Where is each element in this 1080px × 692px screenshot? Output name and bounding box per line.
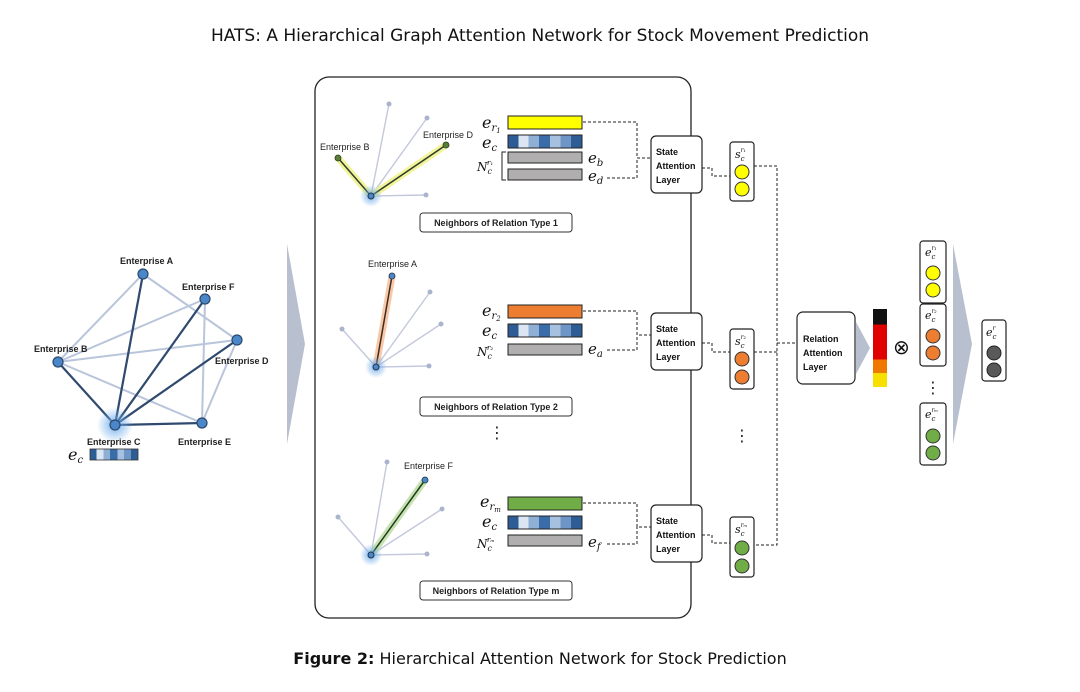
svg-text:scr₁: scr₁ bbox=[735, 147, 746, 163]
relm-ec-bar bbox=[507, 515, 583, 530]
rel2-neighbors-label: Neighbors of Relation Type 2 bbox=[434, 402, 558, 412]
rel2-neighbors-box bbox=[419, 396, 573, 417]
rel1-nb-bar bbox=[507, 151, 583, 164]
svg-text:Layer: Layer bbox=[656, 544, 681, 554]
otimes-symbol: ⊗ bbox=[893, 335, 910, 359]
label-enterprise-a: Enterprise A bbox=[120, 256, 174, 266]
rel2-out-ea: ea bbox=[588, 340, 603, 360]
svg-text:Layer: Layer bbox=[656, 352, 681, 362]
rel2-er-symbol: er2 bbox=[482, 301, 501, 323]
relm-neighbors-box bbox=[419, 580, 573, 601]
label-enterprise-e: Enterprise E bbox=[178, 437, 231, 447]
ellipsis-neighbors: ⋮ bbox=[489, 423, 505, 442]
relation-attention-layer bbox=[796, 311, 856, 385]
node-enterprise-f bbox=[199, 293, 211, 305]
svg-text:ecrₘ: ecrₘ bbox=[925, 407, 938, 423]
figure-title: HATS: A Hierarchical Graph Attention Net… bbox=[210, 26, 870, 46]
attention-weights-bar bbox=[873, 309, 887, 387]
relm-neighbors-label: Neighbors of Relation Type m bbox=[433, 586, 560, 596]
rel1-out-eb: eb bbox=[588, 149, 603, 169]
node-enterprise-e bbox=[196, 417, 208, 429]
flow-arrow-mid bbox=[856, 322, 870, 374]
rel2-na-bar bbox=[507, 343, 583, 356]
rel2-n-symbol: Ncr₂ bbox=[476, 344, 493, 361]
rel1-n-symbol: Ncr₁ bbox=[476, 159, 493, 176]
svg-text:State: State bbox=[656, 516, 678, 526]
flow-arrow-left bbox=[287, 244, 305, 444]
node-enterprise-a bbox=[137, 268, 149, 280]
relation-2-group: Enterprise A Neighbors of Relation Type … bbox=[339, 259, 755, 417]
svg-text:Attention: Attention bbox=[656, 338, 696, 348]
svg-text:ecr: ecr bbox=[986, 325, 997, 341]
output-embedding: ecr bbox=[981, 319, 1007, 382]
enterprise-graph: Enterprise A Enterprise F Enterprise B E… bbox=[34, 256, 269, 466]
relation-panel bbox=[314, 76, 692, 619]
rel1-neighbors-box bbox=[419, 212, 573, 233]
rel1-er-symbol: er1 bbox=[482, 113, 501, 135]
state-to-relation-connectors bbox=[754, 165, 797, 546]
relm-n-symbol: Ncrₘ bbox=[476, 536, 495, 553]
relation-1-group: Enterprise B Enterprise D Neighbors of R… bbox=[320, 101, 755, 233]
figure-caption: Figure 2: Hierarchical Attention Network… bbox=[0, 649, 1080, 668]
caption-label: Figure 2: bbox=[293, 649, 375, 668]
svg-text:State: State bbox=[656, 324, 678, 334]
rel1-state-attention-layer bbox=[650, 135, 703, 194]
rel1-ec-symbol: ec bbox=[482, 133, 497, 154]
rel2-ec-bar bbox=[507, 323, 583, 338]
relm-er-symbol: erm bbox=[480, 492, 501, 514]
graph-ec-symbol: ec bbox=[68, 445, 83, 466]
svg-text:Attention: Attention bbox=[656, 530, 696, 540]
label-enterprise-f: Enterprise F bbox=[182, 282, 235, 292]
relm-ec-symbol: ec bbox=[482, 512, 497, 533]
rel1-er-bar bbox=[507, 115, 583, 130]
relm-out-ef: ef bbox=[588, 533, 603, 553]
svg-text:Layer: Layer bbox=[803, 362, 828, 372]
rel2-neighbor-label-a: Enterprise A bbox=[368, 259, 417, 269]
svg-text:scr₂: scr₂ bbox=[735, 334, 746, 350]
rel1-nd-bar bbox=[507, 168, 583, 181]
flow-arrow-right bbox=[953, 244, 972, 444]
svg-text:scrₘ: scrₘ bbox=[735, 522, 747, 538]
relm-nf-bar bbox=[507, 534, 583, 547]
svg-text:Relation: Relation bbox=[803, 334, 839, 344]
graph-ec-bar bbox=[89, 448, 139, 461]
node-enterprise-d bbox=[231, 334, 243, 346]
svg-text:ecr₁: ecr₁ bbox=[925, 245, 937, 261]
svg-text:State: State bbox=[656, 147, 678, 157]
label-enterprise-b: Enterprise B bbox=[34, 344, 88, 354]
rel1-neighbor-label-d: Enterprise D bbox=[423, 130, 474, 140]
rel1-out-ed: ed bbox=[588, 167, 603, 187]
relation-embeddings-stack: ecr₁ ecr₂ ⋮ ecrₘ bbox=[919, 240, 947, 466]
rel1-ec-bar bbox=[507, 134, 583, 149]
relm-state-attention-layer bbox=[650, 504, 703, 563]
svg-text:⋮: ⋮ bbox=[925, 378, 941, 397]
svg-text:Layer: Layer bbox=[656, 175, 681, 185]
rel2-state-attention-layer bbox=[650, 312, 703, 371]
rel2-ec-symbol: ec bbox=[482, 321, 497, 342]
rel2-er-bar bbox=[507, 304, 583, 319]
node-enterprise-c bbox=[109, 419, 121, 431]
svg-text:Attention: Attention bbox=[656, 161, 696, 171]
relm-er-bar bbox=[507, 496, 583, 511]
ellipsis-states: ⋮ bbox=[734, 426, 750, 445]
caption-text: Hierarchical Attention Network for Stock… bbox=[379, 649, 787, 668]
relm-neighbor-label-f: Enterprise F bbox=[404, 461, 454, 471]
rel1-neighbor-label-b: Enterprise B bbox=[320, 142, 370, 152]
label-enterprise-c: Enterprise C bbox=[87, 437, 141, 447]
label-enterprise-d: Enterprise D bbox=[215, 356, 269, 366]
svg-text:ecr₂: ecr₂ bbox=[925, 308, 937, 324]
node-enterprise-b bbox=[52, 356, 64, 368]
svg-text:Attention: Attention bbox=[803, 348, 843, 358]
relation-m-group: Enterprise F Neighbors of Relation Type … bbox=[335, 459, 755, 601]
rel1-neighbors-label: Neighbors of Relation Type 1 bbox=[434, 218, 558, 228]
